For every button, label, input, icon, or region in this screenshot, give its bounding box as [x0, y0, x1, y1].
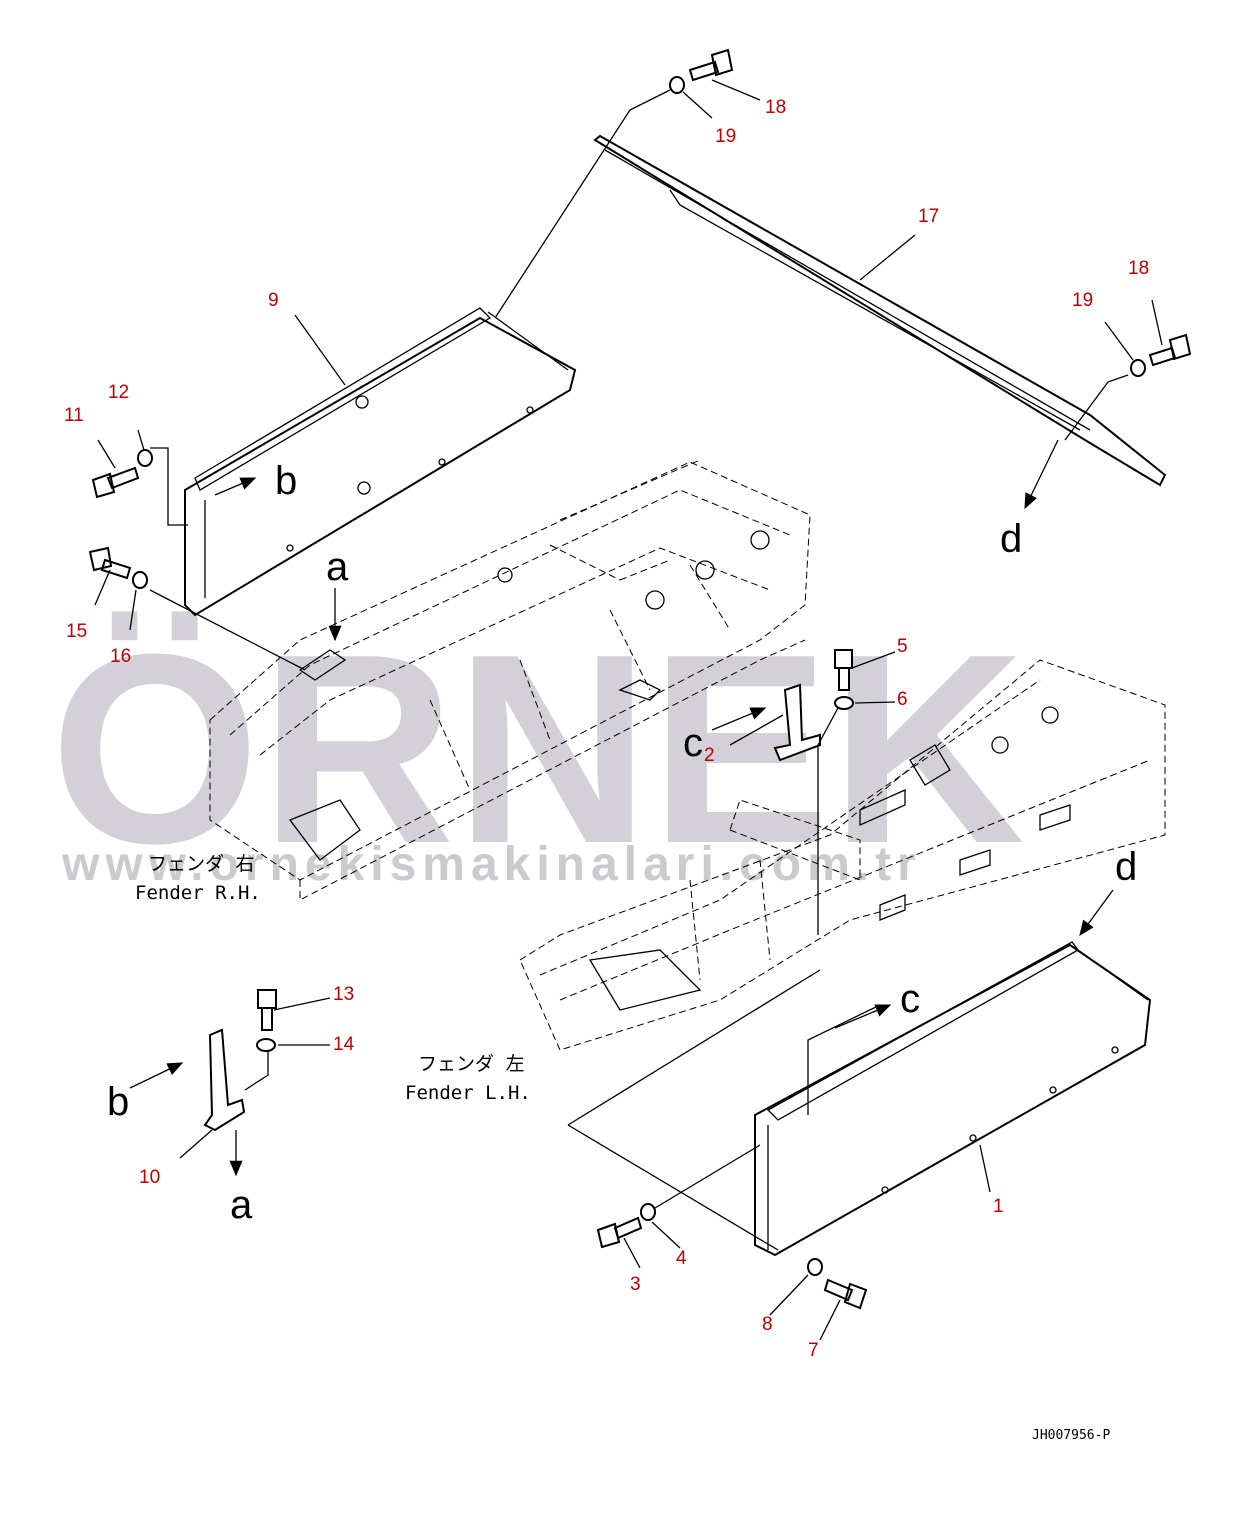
callout-7: 7: [808, 1340, 819, 1361]
callout-6: 6: [897, 689, 908, 710]
view-arrows: [129, 439, 1114, 1177]
frame-right-hand: [209, 459, 811, 901]
fender-lh-jp-label: フェンダ 左: [418, 1053, 524, 1075]
fender-left-plate: [754, 941, 1152, 1257]
callout-18-right: 18: [1128, 258, 1149, 279]
fender-right-plate: [184, 307, 577, 617]
leader-lines: [94, 79, 1163, 1341]
view-letter-d-bottom: d: [1115, 845, 1137, 889]
fender-rh-jp-label: フェンダ 右: [148, 853, 254, 875]
view-letter-c-mid: c: [683, 721, 703, 765]
view-letter-b-top: b: [275, 459, 297, 503]
fender-labels: フェンダ 右 Fender R.H. フェンダ 左 Fender L.H.: [135, 853, 531, 1104]
callout-1: 1: [993, 1196, 1004, 1217]
callout-15: 15: [66, 621, 87, 642]
callout-2: 2: [704, 745, 715, 766]
callout-14: 14: [333, 1034, 355, 1055]
callout-8: 8: [762, 1314, 773, 1335]
bracket-2: [773, 683, 821, 762]
view-letter-d-top: d: [1000, 517, 1022, 561]
callout-19-top: 19: [715, 126, 736, 147]
callout-19-right: 19: [1072, 290, 1093, 311]
hardware: [88, 48, 1192, 1310]
callout-9: 9: [268, 290, 279, 311]
callout-10: 10: [139, 1167, 160, 1188]
view-letter-a-top: a: [326, 545, 349, 589]
callout-4: 4: [676, 1248, 687, 1269]
view-letter-b-bottom: b: [107, 1080, 129, 1124]
view-letter-a-bottom: a: [230, 1183, 253, 1227]
callout-16: 16: [110, 646, 131, 667]
fender-rh-en-label: Fender R.H.: [135, 882, 261, 904]
rail-top: [593, 134, 1167, 487]
drawing-code: JH007956-P: [1032, 1428, 1110, 1443]
callout-18-top: 18: [765, 97, 786, 118]
bracket-10: [203, 1028, 246, 1132]
callout-12: 12: [108, 382, 129, 403]
fender-lh-en-label: Fender L.H.: [405, 1082, 531, 1104]
frame-left-hand: [519, 659, 1166, 1051]
callout-17: 17: [918, 206, 939, 227]
part-callouts: 18 19 17 18 19 9 12 11 15 16 5 6 2 13 14…: [64, 97, 1149, 1361]
callout-3: 3: [630, 1274, 641, 1295]
watermark-brand: ÖRNEK: [50, 599, 1025, 900]
callout-13: 13: [333, 984, 354, 1005]
view-letter-c-bottom: c: [900, 977, 920, 1021]
callout-11: 11: [64, 405, 84, 426]
callout-5: 5: [897, 636, 908, 657]
view-letters: b a c d d c b a: [107, 459, 1137, 1227]
